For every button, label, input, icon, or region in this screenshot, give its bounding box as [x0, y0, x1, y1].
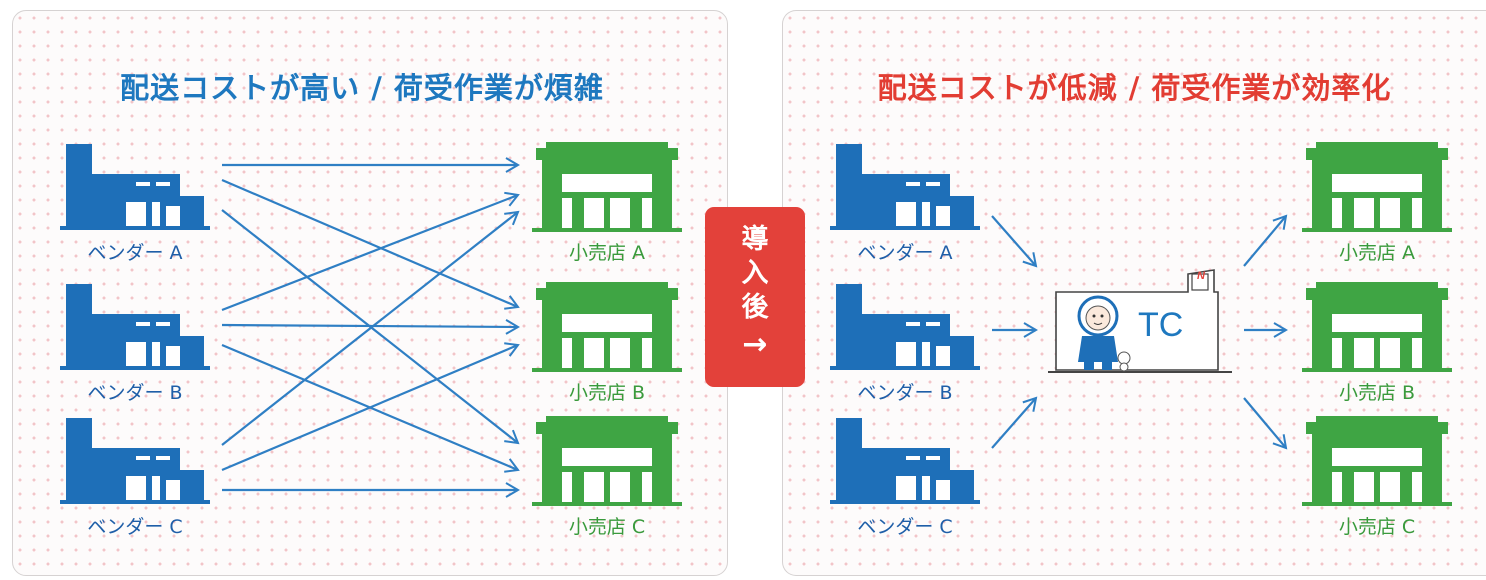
after-vendor-a: ベンダー A [830, 140, 980, 264]
right-arrow-icon: → [742, 327, 768, 362]
store-label: 小売店 C [1338, 516, 1416, 538]
company-logo: N [1197, 270, 1205, 282]
factory-icon [60, 414, 210, 504]
arrow-vendor-c-store-b [221, 342, 520, 472]
after-vendor-b: ベンダー B [830, 280, 980, 404]
after-store-a: 小売店 A [1302, 142, 1452, 264]
badge-char: 後 [741, 292, 769, 323]
before-store-b: 小売店 B [532, 282, 682, 404]
store-icon [532, 416, 682, 506]
vendor-label: ベンダー C [857, 516, 953, 538]
store-label: 小売店 B [568, 382, 646, 404]
arrow-vendor-a-tc [991, 215, 1038, 268]
after-introduction-badge: 導 入 後 → [705, 207, 805, 387]
store-label: 小売店 A [1338, 242, 1416, 264]
before-vendor-a: ベンダー A [60, 140, 210, 264]
store-icon [532, 282, 682, 372]
before-vendor-b: ベンダー B [60, 280, 210, 404]
factory-icon [830, 414, 980, 504]
before-store-a: 小売店 A [532, 142, 682, 264]
store-icon [532, 142, 682, 232]
after-title: 配送コストが低減 / 荷受作業が効率化 [877, 71, 1392, 105]
store-label: 小売店 C [568, 516, 646, 538]
before-vendor-c: ベンダー C [60, 414, 210, 538]
store-icon [1302, 416, 1452, 506]
factory-icon [830, 280, 980, 370]
tc-hub: N TC [1046, 266, 1236, 376]
vendor-label: ベンダー B [87, 382, 183, 404]
store-icon [1302, 282, 1452, 372]
after-vendor-c: ベンダー C [830, 414, 980, 538]
store-label: 小売店 B [1338, 382, 1416, 404]
vendor-label: ベンダー B [857, 382, 953, 404]
store-label: 小売店 A [568, 242, 646, 264]
vendor-label: ベンダー A [87, 242, 183, 264]
vendor-label: ベンダー C [87, 516, 183, 538]
arrow-vendor-c-tc [991, 396, 1038, 449]
factory-icon [60, 140, 210, 230]
badge-char: 入 [741, 258, 769, 289]
vendor-label: ベンダー A [857, 242, 953, 264]
arrow-tc-store-a [1243, 214, 1288, 267]
factory-icon [60, 280, 210, 370]
before-store-c: 小売店 C [532, 416, 682, 538]
badge-char: 導 [741, 224, 769, 255]
warehouse-icon [1048, 269, 1232, 373]
tc-label: TC [1138, 306, 1184, 344]
after-store-c: 小売店 C [1302, 416, 1452, 538]
arrow-vendor-c-store-a [221, 210, 520, 446]
arrow-vendor-b-store-a [221, 191, 520, 312]
before-title: 配送コストが高い / 荷受作業が煩雑 [120, 71, 604, 105]
arrow-tc-store-c [1243, 397, 1288, 450]
after-store-b: 小売店 B [1302, 282, 1452, 404]
arrow-vendor-b-store-b [221, 319, 520, 335]
arrow-vendor-a-store-b [221, 178, 520, 310]
factory-icon [830, 140, 980, 230]
store-icon [1302, 142, 1452, 232]
